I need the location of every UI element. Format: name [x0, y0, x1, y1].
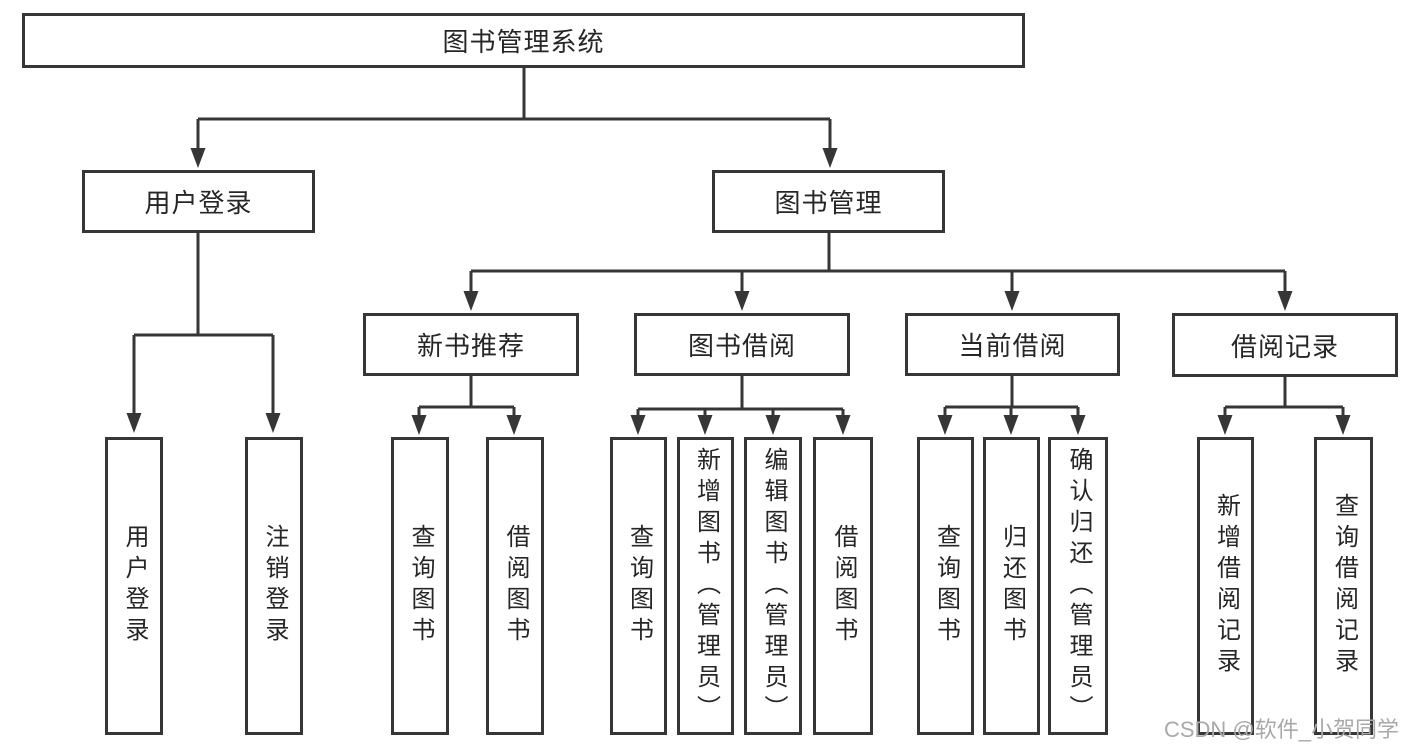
- leaf-add-book-admin: 新增图书（管理员）: [677, 437, 734, 735]
- node-root: 图书管理系统: [22, 13, 1025, 68]
- node-current-borrow: 当前借阅: [905, 313, 1120, 376]
- leaf-logout: 注销登录: [245, 437, 303, 735]
- leaf-return-book: 归还图书: [983, 437, 1040, 735]
- csdn-watermark: CSDN @软件_小贺同学: [1163, 717, 1399, 742]
- leaf-query-book-current: 查询图书: [917, 437, 974, 735]
- leaf-add-borrow-record: 新增借阅记录: [1197, 437, 1254, 735]
- connector-book-borrow: [630, 376, 851, 435]
- leaf-query-book-newrec: 查询图书: [391, 437, 449, 735]
- connector-book-management: [463, 233, 1293, 311]
- node-user-login: 用户登录: [82, 170, 315, 233]
- node-book-management: 图书管理: [712, 170, 945, 233]
- leaf-user-login: 用户登录: [105, 437, 163, 735]
- connector-current-borrow: [937, 376, 1086, 435]
- node-borrow-record: 借阅记录: [1172, 313, 1398, 377]
- leaf-query-borrow-record: 查询借阅记录: [1314, 437, 1373, 735]
- connector-user-login: [126, 233, 281, 433]
- connector-borrow-record: [1217, 376, 1351, 435]
- leaf-query-book-borrow: 查询图书: [610, 437, 667, 735]
- connector-new-book: [411, 376, 522, 435]
- leaf-borrow-book-newrec: 借阅图书: [486, 437, 544, 735]
- leaf-borrow-book: 借阅图书: [813, 437, 873, 735]
- leaf-confirm-return-admin: 确认归还（管理员）: [1048, 437, 1108, 735]
- node-new-book-recommend: 新书推荐: [363, 313, 579, 376]
- node-book-borrow: 图书借阅: [634, 313, 850, 376]
- leaf-edit-book-admin: 编辑图书（管理员）: [744, 437, 802, 735]
- connector-root: [190, 68, 838, 168]
